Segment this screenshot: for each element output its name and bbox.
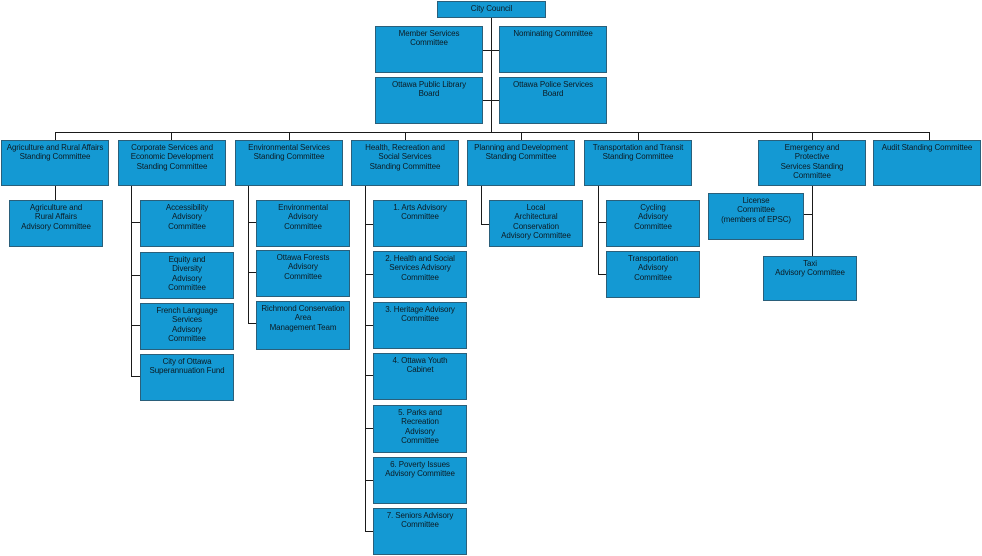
agriculture-advisory-committee-box: Agriculture and Rural Affairs Advisory C… bbox=[9, 200, 103, 247]
poverty-issues-advisory-committee-box: 6. Poverty Issues Advisory Committee bbox=[373, 457, 467, 504]
connector bbox=[55, 132, 929, 133]
connector bbox=[55, 186, 56, 200]
connector bbox=[481, 186, 482, 225]
heritage-advisory-committee-box: 3. Heritage Advisory Committee bbox=[373, 302, 467, 349]
transportation-transit-standing-committee-box: Transportation and Transit Standing Comm… bbox=[584, 140, 692, 186]
health-social-services-advisory-committee-box: 2. Health and Social Services Advisory C… bbox=[373, 251, 467, 298]
connector bbox=[365, 274, 373, 275]
taxi-advisory-committee-box: Taxi Advisory Committee bbox=[763, 256, 857, 301]
license-committee-box: License Committee (members of EPSC) bbox=[708, 193, 804, 240]
connector bbox=[491, 18, 492, 132]
ottawa-youth-cabinet-box: 4. Ottawa Youth Cabinet bbox=[373, 353, 467, 400]
ottawa-public-library-board-box: Ottawa Public Library Board bbox=[375, 77, 483, 124]
connector bbox=[365, 428, 373, 429]
connector bbox=[131, 275, 140, 276]
connector bbox=[812, 132, 813, 140]
connector bbox=[55, 132, 56, 140]
environmental-advisory-committee-box: Environmental Advisory Committee bbox=[256, 200, 350, 247]
ottawa-police-services-board-box: Ottawa Police Services Board bbox=[499, 77, 607, 124]
connector bbox=[929, 132, 930, 140]
connector bbox=[289, 132, 290, 140]
connector bbox=[131, 186, 132, 377]
connector bbox=[481, 224, 489, 225]
connector bbox=[248, 186, 249, 324]
corporate-services-standing-committee-box: Corporate Services and Economic Developm… bbox=[118, 140, 226, 186]
health-recreation-standing-committee-box: Health, Recreation and Social Services S… bbox=[351, 140, 459, 186]
french-language-services-advisory-committee-box: French Language Services Advisory Commit… bbox=[140, 303, 234, 350]
connector bbox=[365, 186, 366, 532]
ottawa-forests-advisory-committee-box: Ottawa Forests Advisory Committee bbox=[256, 250, 350, 297]
connector bbox=[248, 222, 256, 223]
cycling-advisory-committee-box: Cycling Advisory Committee bbox=[606, 200, 700, 247]
city-council-box: City Council bbox=[437, 1, 546, 18]
connector bbox=[598, 186, 599, 275]
parks-recreation-advisory-committee-box: 5. Parks and Recreation Advisory Committ… bbox=[373, 405, 467, 453]
connector bbox=[365, 531, 373, 532]
emergency-protective-services-standing-committee-box: Emergency and Protective Services Standi… bbox=[758, 140, 866, 186]
richmond-conservation-management-team-box: Richmond Conservation Area Management Te… bbox=[256, 301, 350, 350]
connector bbox=[248, 323, 256, 324]
connector bbox=[171, 132, 172, 140]
connector bbox=[812, 186, 813, 256]
connector bbox=[405, 132, 406, 140]
planning-development-standing-committee-box: Planning and Development Standing Commit… bbox=[467, 140, 575, 186]
connector bbox=[365, 480, 373, 481]
arts-advisory-committee-box: 1. Arts Advisory Committee bbox=[373, 200, 467, 247]
connector bbox=[483, 50, 499, 51]
connector bbox=[598, 222, 606, 223]
superannuation-fund-box: City of Ottawa Superannuation Fund bbox=[140, 354, 234, 401]
connector bbox=[365, 325, 373, 326]
connector bbox=[638, 132, 639, 140]
agriculture-standing-committee-box: Agriculture and Rural Affairs Standing C… bbox=[1, 140, 109, 186]
member-services-committee-box: Member Services Committee bbox=[375, 26, 483, 73]
seniors-advisory-committee-box: 7. Seniors Advisory Committee bbox=[373, 508, 467, 555]
connector bbox=[131, 222, 140, 223]
connector bbox=[483, 100, 499, 101]
environmental-services-standing-committee-box: Environmental Services Standing Committe… bbox=[235, 140, 343, 186]
equity-diversity-advisory-committee-box: Equity and Diversity Advisory Committee bbox=[140, 252, 234, 299]
connector bbox=[248, 272, 256, 273]
nominating-committee-box: Nominating Committee bbox=[499, 26, 607, 73]
connector bbox=[521, 132, 522, 140]
connector bbox=[131, 376, 140, 377]
transportation-advisory-committee-box: Transportation Advisory Committee bbox=[606, 251, 700, 298]
connector bbox=[598, 274, 606, 275]
accessibility-advisory-committee-box: Accessibility Advisory Committee bbox=[140, 200, 234, 247]
connector bbox=[365, 224, 373, 225]
connector bbox=[365, 375, 373, 376]
local-architectural-conservation-advisory-committee-box: Local Architectural Conservation Advisor… bbox=[489, 200, 583, 247]
connector bbox=[804, 214, 812, 215]
connector bbox=[131, 325, 140, 326]
audit-standing-committee-box: Audit Standing Committee bbox=[873, 140, 981, 186]
